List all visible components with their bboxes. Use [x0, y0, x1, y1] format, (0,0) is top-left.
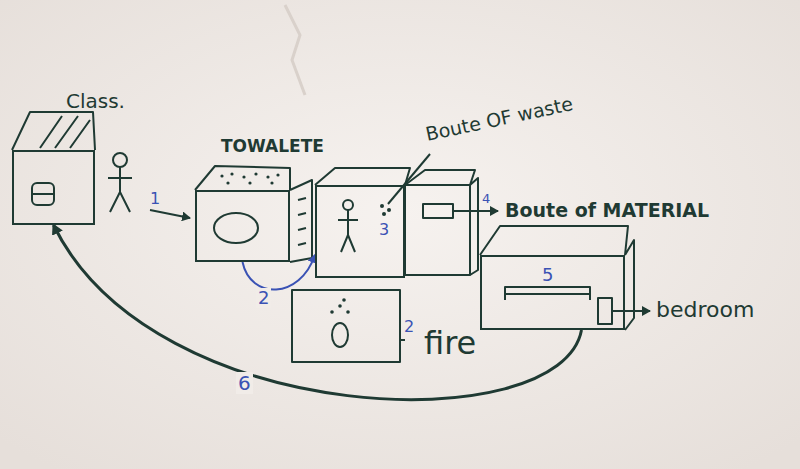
toilet-box: TOWALETE: [195, 190, 290, 262]
fire-label: fire: [424, 326, 476, 361]
waste-room-box: 3: [315, 185, 405, 278]
flow-arrow: [243, 255, 316, 290]
node-text: Class.: [66, 90, 125, 112]
class-box: Class.: [12, 150, 95, 225]
callout-number: 2: [256, 288, 271, 308]
callout-number: 4: [482, 192, 490, 206]
node-text: 5: [542, 265, 553, 285]
material-label: Boute of MATERIAL: [505, 200, 709, 221]
callout-number: 2: [404, 318, 414, 336]
flow-arrow: [54, 225, 582, 400]
callout-number: 1: [150, 190, 160, 208]
node-text: TOWALETE: [221, 137, 324, 156]
bedroom-box: 5: [480, 255, 625, 330]
node-text: 3: [379, 221, 389, 239]
bedroom-label: bedroom: [656, 298, 754, 322]
callout-number: 6: [236, 372, 253, 394]
